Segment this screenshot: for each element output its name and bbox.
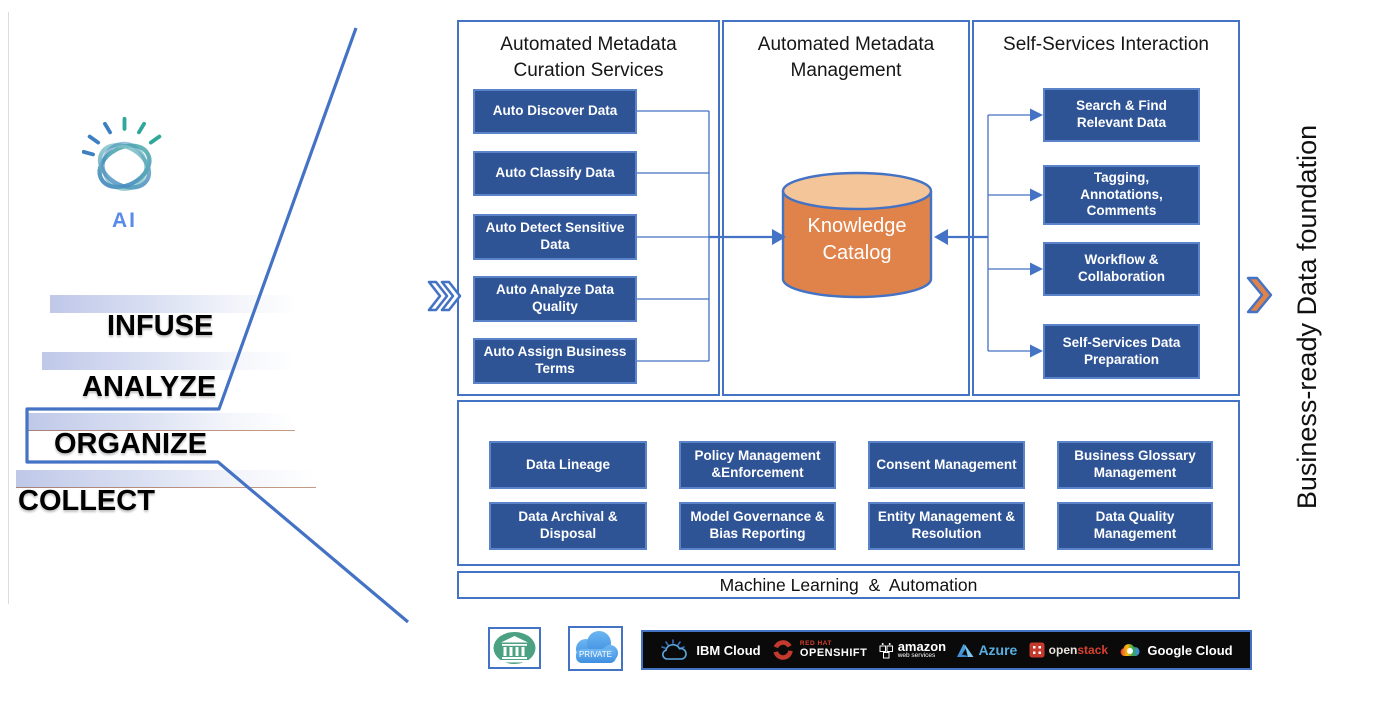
institution-icon [493, 632, 536, 664]
right-flow-chevron-icon [1246, 276, 1273, 314]
azure-icon [957, 643, 974, 657]
ladder-step-collect: COLLECT [18, 485, 155, 517]
curation-panel-title: Automated Metadata Curation Services [500, 34, 677, 81]
slide-edge-line [8, 12, 9, 604]
self-services-box-workflow: Workflow & Collaboration [1043, 242, 1200, 296]
aws-label: amazon [897, 639, 947, 655]
self-services-box-prep: Self-Services Data Preparation [1043, 324, 1200, 379]
governance-box-policy: Policy Management &Enforcement [679, 441, 836, 489]
ladder-step-organize: ORGANIZE [54, 428, 208, 460]
ibm-cloud-label: IBM Cloud [696, 642, 761, 658]
ai-label: AI [112, 209, 137, 232]
ibm-cloud-logo: IBM Cloud [660, 637, 761, 663]
redhat-openshift-logo: RED HAT OPENSHIFT [772, 639, 867, 661]
curation-box-auto-detect: Auto Detect Sensitive Data [473, 214, 637, 260]
knowledge-catalog-label: Knowledge Catalog [807, 215, 907, 264]
institution-box [488, 627, 541, 669]
openstack-icon [1029, 642, 1045, 658]
google-cloud-icon [1120, 644, 1140, 656]
openstack-logo: openstack [1029, 641, 1108, 659]
watson-ai-icon [82, 116, 162, 191]
curation-box-auto-analyze: Auto Analyze Data Quality [473, 276, 637, 322]
governance-box-glossary: Business Glossary Management [1057, 441, 1213, 489]
ladder-step-analyze: ANALYZE [82, 371, 217, 403]
governance-box-model-gov: Model Governance & Bias Reporting [679, 502, 836, 550]
google-cloud-label: Google Cloud [1147, 642, 1233, 658]
ibm-cloud-icon [661, 639, 688, 660]
governance-box-data-lineage: Data Lineage [489, 441, 647, 489]
governance-box-entity: Entity Management & Resolution [868, 502, 1025, 550]
redhat-label: RED HAT [799, 640, 832, 648]
business-ready-label: Business-ready Data foundation [1292, 124, 1322, 510]
governance-box-consent: Consent Management [868, 441, 1025, 489]
self-services-panel-title: Self-Services Interaction [1003, 34, 1209, 55]
self-services-box-tagging: Tagging, Annotations, Comments [1043, 165, 1200, 225]
private-cloud-box: PRIVATE [568, 626, 623, 671]
analyze-bar [42, 352, 295, 370]
machine-learning-bar: Machine Learning & Automation [457, 571, 1240, 599]
private-cloud-icon: PRIVATE [576, 630, 618, 663]
aws-logo: amazon web services [879, 640, 946, 660]
svg-text:PRIVATE: PRIVATE [579, 650, 612, 659]
left-flow-chevron-icon [427, 280, 462, 312]
aws-icon [879, 642, 893, 658]
openstack-label-open: open [1048, 643, 1078, 657]
azure-label: Azure [978, 642, 1018, 658]
knowledge-catalog-cylinder [781, 171, 933, 299]
self-services-box-search: Search & Find Relevant Data [1043, 88, 1200, 142]
azure-logo: Azure [957, 642, 1017, 658]
curation-box-auto-assign: Auto Assign Business Terms [473, 338, 637, 384]
openshift-label: OPENSHIFT [799, 646, 868, 659]
management-panel-title: Automated Metadata Management [757, 34, 935, 81]
governance-box-quality: Data Quality Management [1057, 502, 1213, 550]
machine-learning-bar-label: Machine Learning & Automation [719, 574, 978, 595]
google-cloud-logo: Google Cloud [1119, 642, 1233, 658]
openshift-icon [773, 640, 793, 660]
cloud-providers-bar: IBM Cloud RED HAT OPENSHIFT amazon web s… [641, 630, 1252, 670]
openstack-label-stack: stack [1077, 643, 1109, 657]
curation-box-auto-discover: Auto Discover Data [473, 89, 637, 134]
governance-box-archival: Data Archival & Disposal [489, 502, 647, 550]
aws-sublabel: web services [897, 652, 936, 660]
ladder-step-infuse: INFUSE [107, 310, 214, 342]
curation-box-auto-classify: Auto Classify Data [473, 151, 637, 196]
